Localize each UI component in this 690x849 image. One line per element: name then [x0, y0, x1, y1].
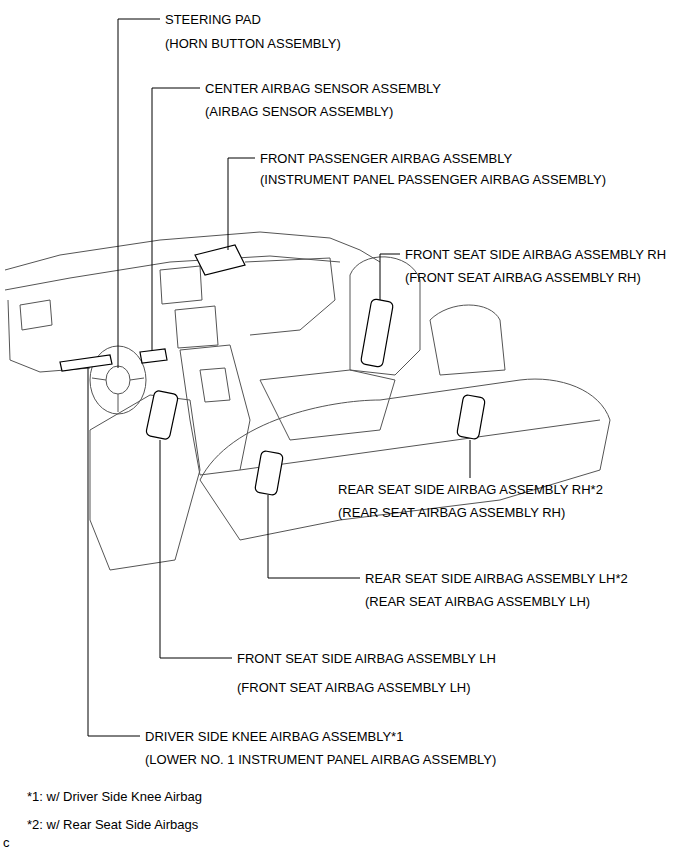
rear-headrest-rh [430, 305, 505, 375]
part-subname: (INSTRUMENT PANEL PASSENGER AIRBAG ASSEM… [260, 172, 606, 187]
dashboard-top [5, 232, 380, 270]
rear-seat-seam [240, 420, 600, 470]
part-subname: (HORN BUTTON ASSEMBLY) [165, 36, 341, 51]
leader-line [228, 158, 255, 250]
center-console [180, 345, 250, 475]
part-name: REAR SEAT SIDE AIRBAG ASSEMBLY RH*2 [338, 482, 603, 497]
figure-code: c [3, 835, 10, 849]
knee-airbag [60, 355, 112, 371]
leader-lines [88, 19, 470, 736]
leader-line [88, 368, 140, 736]
airbag-sensor [140, 349, 167, 363]
footnote: *2: w/ Rear Seat Side Airbags [27, 817, 198, 832]
part-subname: (LOWER NO. 1 INSTRUMENT PANEL AIRBAG ASS… [145, 752, 496, 767]
dashboard-edge [5, 256, 340, 290]
part-subname: (FRONT SEAT AIRBAG ASSEMBLY RH) [405, 270, 641, 285]
rear-side-airbag-lh [255, 450, 284, 495]
driver-seat [90, 395, 200, 570]
part-name: FRONT SEAT SIDE AIRBAG ASSEMBLY RH [405, 247, 666, 262]
part-name: FRONT SEAT SIDE AIRBAG ASSEMBLY LH [237, 651, 496, 666]
part-name: CENTER AIRBAG SENSOR ASSEMBLY [205, 81, 441, 96]
center-panel [175, 306, 218, 348]
part-subname: (FRONT SEAT AIRBAG ASSEMBLY LH) [237, 680, 471, 695]
front-side-airbag-rh [360, 299, 393, 368]
part-name: DRIVER SIDE KNEE AIRBAG ASSEMBLY*1 [145, 729, 403, 744]
leader-line [152, 88, 200, 350]
leader-line [380, 254, 400, 300]
steering-spokes [92, 378, 144, 412]
part-subname: (AIRBAG SENSOR ASSEMBLY) [205, 104, 393, 119]
footnote: *1: w/ Driver Side Knee Airbag [27, 789, 202, 804]
rear-seat [200, 379, 610, 540]
leader-line [160, 440, 232, 658]
steering-pad [106, 366, 130, 394]
passenger-dash [245, 258, 335, 335]
shift-lever [200, 368, 230, 402]
part-subname: (REAR SEAT AIRBAG ASSEMBLY LH) [365, 594, 590, 609]
front-side-airbag-lh [145, 390, 178, 440]
part-subname: (REAR SEAT AIRBAG ASSEMBLY RH) [338, 505, 565, 520]
leader-line [118, 19, 160, 368]
part-name: FRONT PASSENGER AIRBAG ASSEMBLY [260, 151, 512, 166]
part-name: REAR SEAT SIDE AIRBAG ASSEMBLY LH*2 [365, 571, 628, 586]
vent [20, 300, 52, 330]
center-vent [160, 266, 202, 304]
part-name: STEERING PAD [165, 12, 261, 27]
leader-line [470, 440, 471, 478]
rear-side-airbag-rh [457, 394, 486, 439]
passenger-airbag [195, 245, 245, 275]
